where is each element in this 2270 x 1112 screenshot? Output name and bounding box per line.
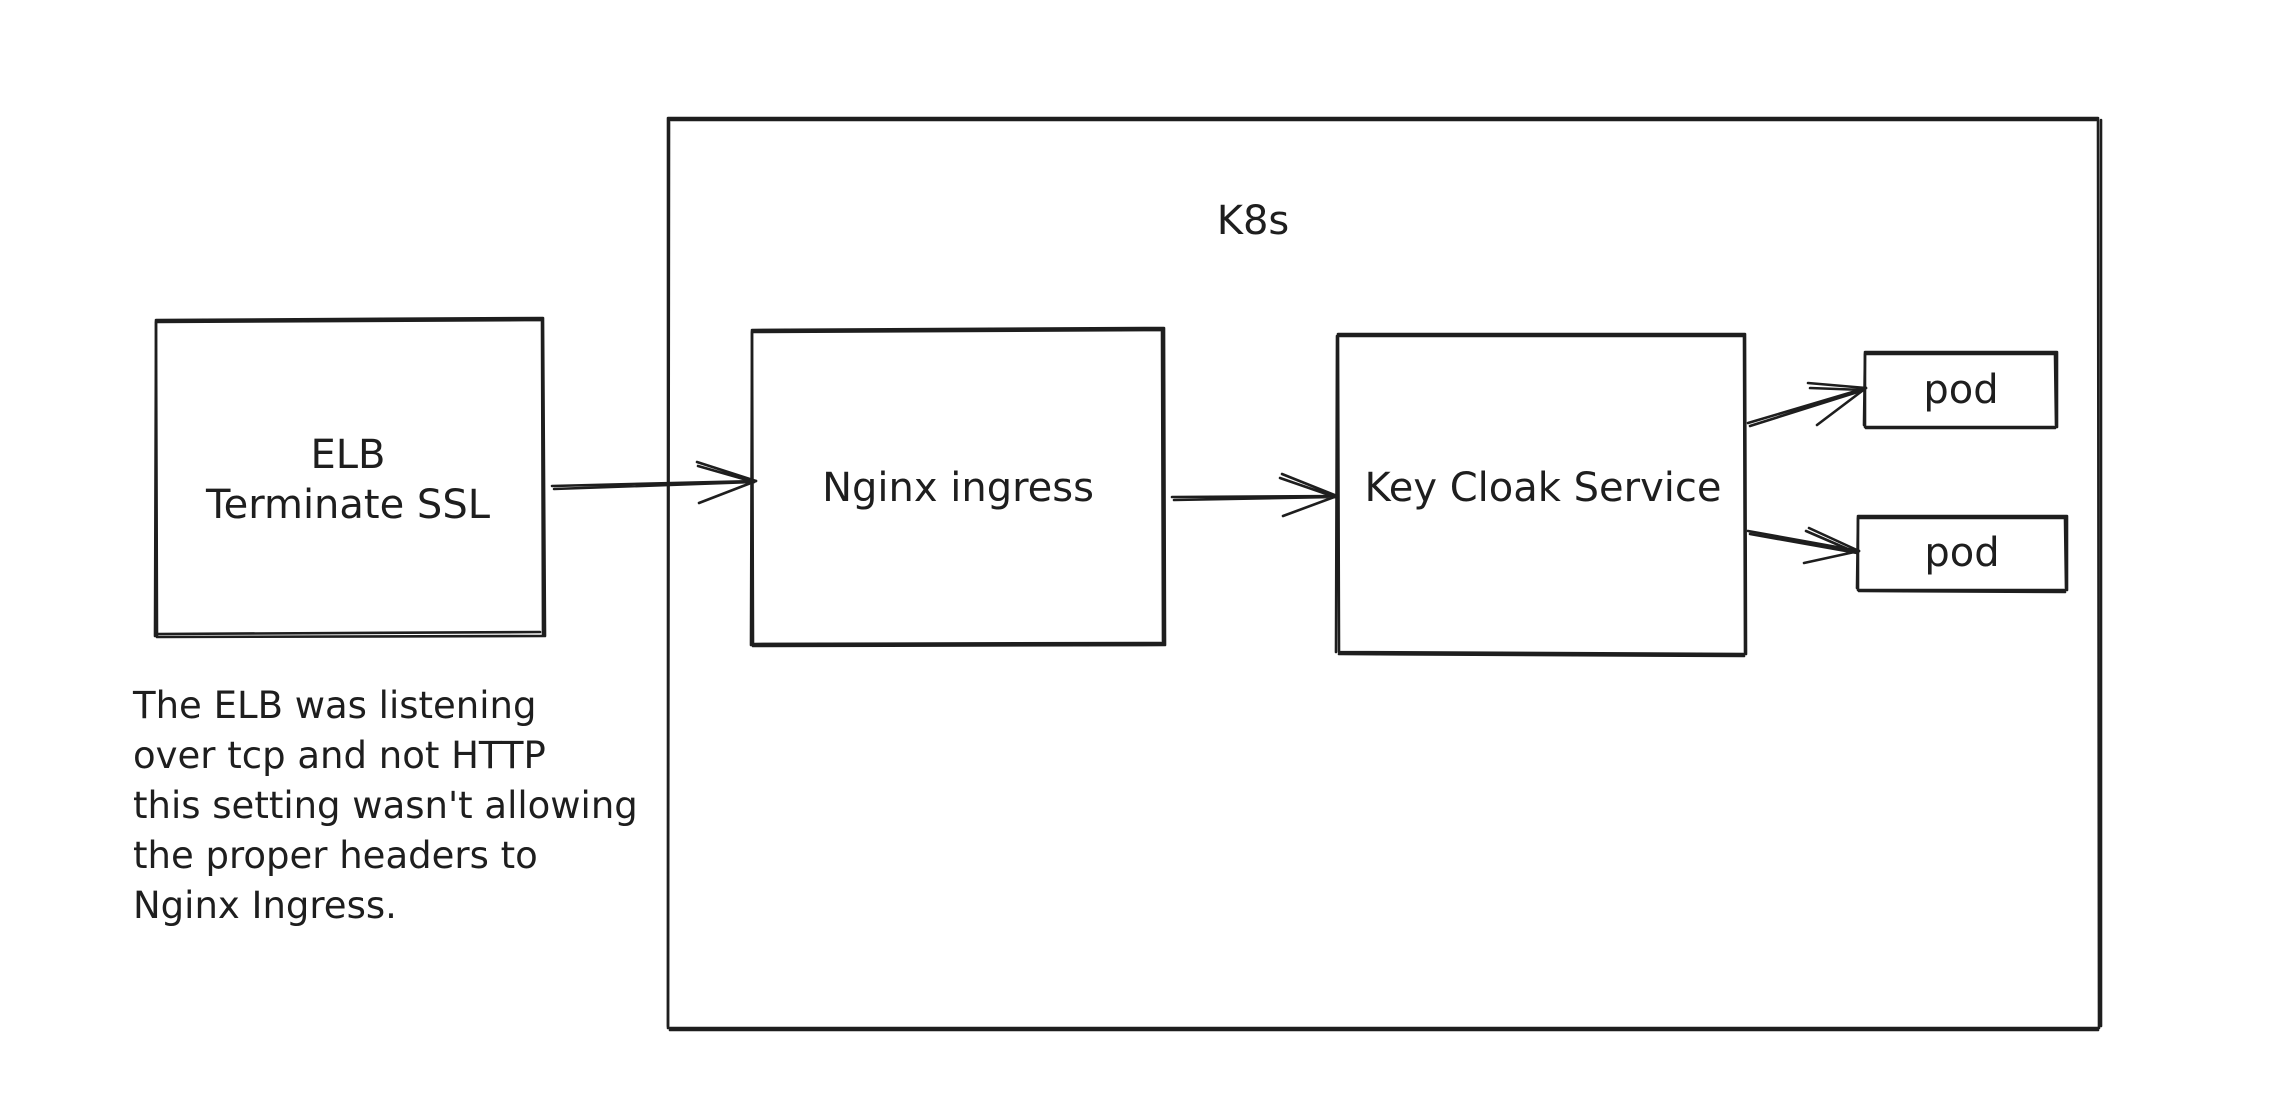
pod-bottom-label: pod xyxy=(1924,530,1999,576)
note-line-2: over tcp and not HTTP xyxy=(133,734,546,777)
arrow-keycloak-to-pod-top xyxy=(1746,381,1868,428)
k8s-label: K8s xyxy=(1217,198,1290,244)
elb-label: ELB xyxy=(311,432,386,478)
arrow-nginx-to-keycloak xyxy=(1170,472,1339,518)
k8s-cluster-box xyxy=(666,116,2103,1032)
note-line-1: The ELB was listening xyxy=(132,684,536,727)
nginx-ingress-label: Nginx ingress xyxy=(822,465,1094,511)
note-line-3: this setting wasn't allowing xyxy=(133,784,638,827)
pod-bottom-box xyxy=(1855,514,2069,594)
pod-top-box xyxy=(1862,350,2059,430)
elb-note: The ELB was listening over tcp and not H… xyxy=(132,684,638,927)
note-line-4: the proper headers to xyxy=(133,834,538,877)
nginx-ingress-box xyxy=(749,326,1167,648)
pod-top-label: pod xyxy=(1923,367,1998,413)
keycloak-service-box xyxy=(1334,332,1748,658)
arrow-keycloak-to-pod-bottom xyxy=(1746,526,1861,565)
note-line-5: Nginx Ingress. xyxy=(133,884,397,927)
elb-sublabel: Terminate SSL xyxy=(205,482,491,528)
arrow-elb-to-nginx xyxy=(550,460,758,505)
elb-box xyxy=(153,316,547,639)
keycloak-service-label: Key Cloak Service xyxy=(1365,465,1722,511)
